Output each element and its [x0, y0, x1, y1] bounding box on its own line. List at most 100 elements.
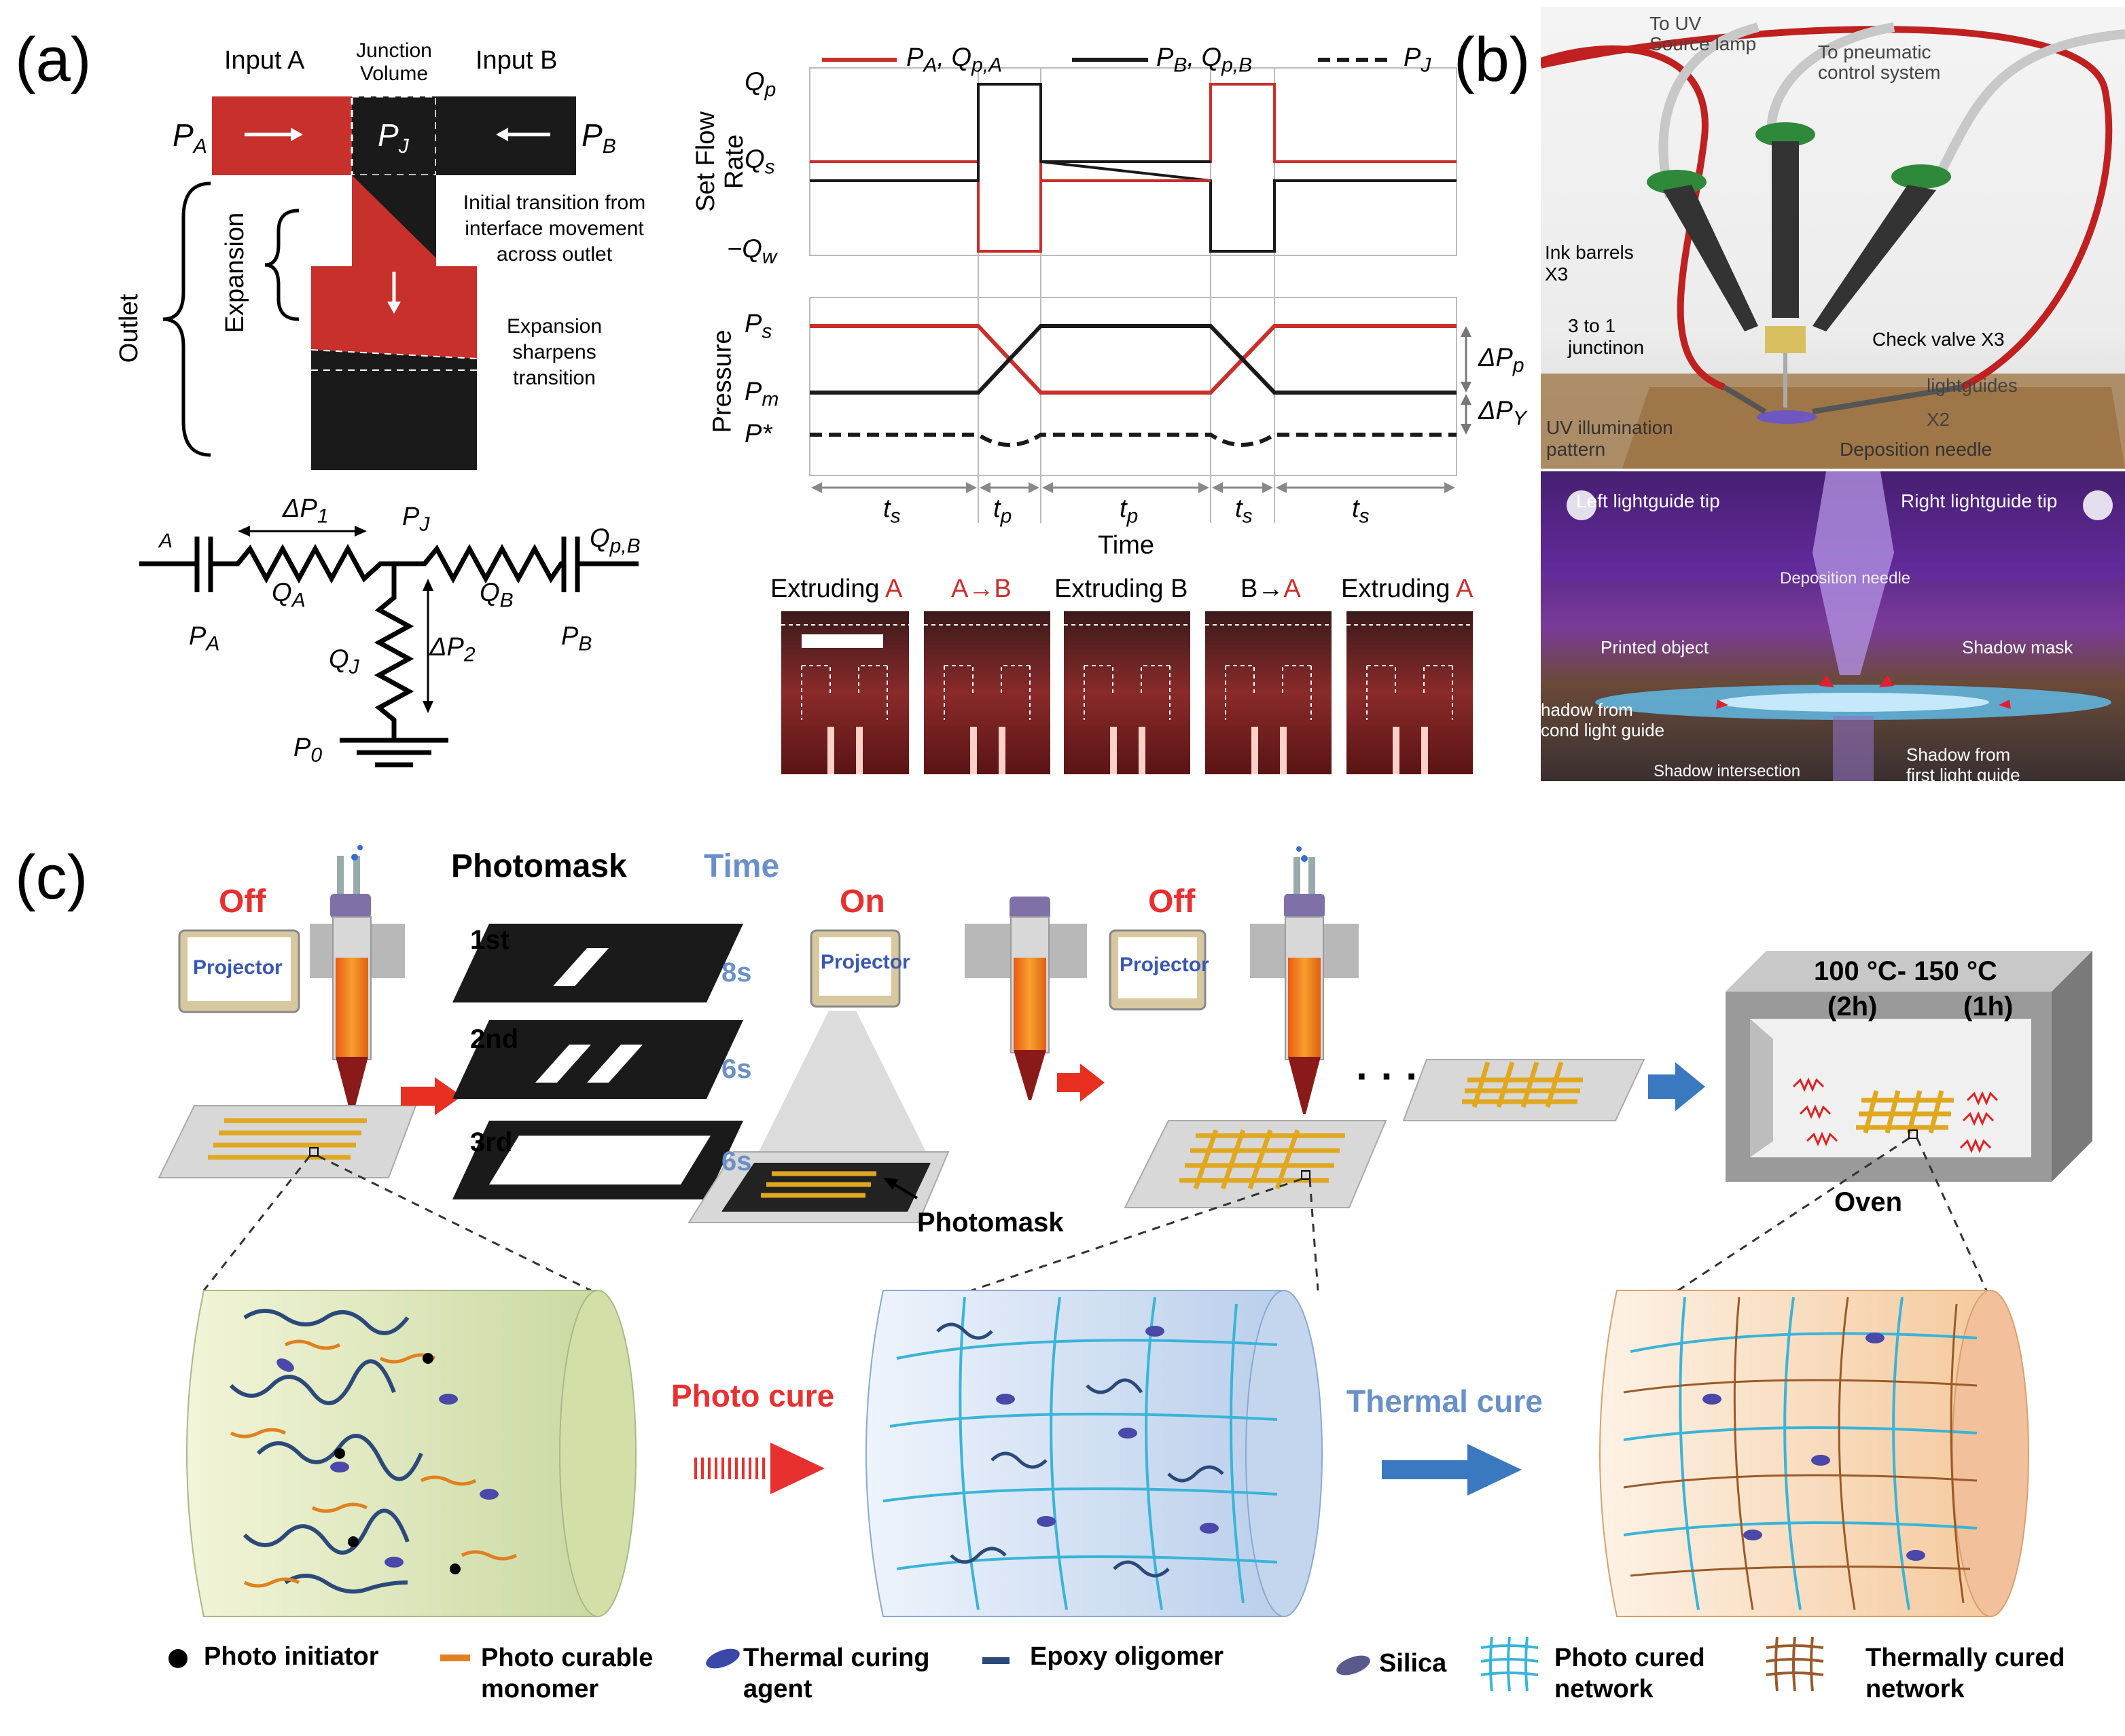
syringe-center: [1755, 122, 1815, 318]
pressure-tick-pstar: P*: [745, 420, 772, 448]
legend-icon-curing-agent: [706, 1648, 740, 1669]
photomask-title: Photomask: [451, 848, 627, 884]
projector-label-2: Projector: [821, 951, 910, 973]
legend-icon-initiator: [168, 1649, 188, 1668]
frame-caption-4: B→A: [1240, 575, 1301, 603]
off-label-1: Off: [219, 884, 266, 920]
circuit-qj-label: QJ: [329, 645, 359, 679]
interval-5: ts: [1352, 494, 1370, 528]
frame-1: [781, 611, 909, 774]
oven-temp-label: 100 °C- 150 °C: [1814, 956, 1997, 986]
oven-box: [1726, 951, 2092, 1182]
lightguides-label: lightguides: [1927, 375, 2018, 396]
mask-label-2: 2nd: [470, 1024, 519, 1054]
mask-label-3: 3rd: [470, 1127, 513, 1157]
legend-silica: Silica: [1379, 1649, 1447, 1678]
legend-monomer: Photo curable monomer: [481, 1644, 654, 1703]
projector-on: [747, 929, 938, 1175]
mask-2: [452, 1020, 743, 1099]
cylinder-3: [1599, 1290, 2029, 1617]
mask-label-1: 1st: [470, 925, 510, 955]
arrow-red-1: [401, 1077, 462, 1115]
ink-barrels-label: Ink barrels X3: [1545, 242, 1634, 285]
flow-tick-qw: −Qw: [727, 235, 777, 268]
pa-label: PA: [173, 117, 207, 158]
oven-label: Oven: [1834, 1187, 1903, 1217]
substrate-1: [158, 1105, 417, 1178]
circuit: [139, 537, 639, 767]
frame-4: [1205, 611, 1332, 774]
pressure-trace-a: [810, 324, 1457, 395]
flow-trace-b: [810, 83, 1457, 253]
check-valve-label: Check valve X3: [1872, 329, 2005, 350]
legend-initiator: Photo initiator: [204, 1642, 379, 1671]
mask-time-1: 8s: [721, 958, 752, 988]
on-label: On: [840, 884, 885, 920]
dpy-label: ΔPY: [1478, 397, 1526, 430]
photo-cure-label: Photo cure: [671, 1378, 835, 1413]
photo-cure-arrow: [694, 1443, 825, 1494]
circuit-pb-label: PB: [561, 622, 592, 655]
interval-2: tp: [993, 494, 1012, 528]
circuit-qpb-label: Qp,B: [590, 524, 641, 558]
interval-4: ts: [1235, 494, 1253, 528]
oven-time-1: (2h): [1827, 992, 1878, 1021]
circuit-qb-label: QB: [480, 579, 514, 612]
expansion-note: Expansion sharpens transition: [506, 315, 603, 389]
uv-pattern-label: UV illumination pattern: [1546, 417, 1673, 460]
photomask-pointer-label: Photomask: [917, 1208, 1064, 1237]
legend-thermal-network: Thermally cured network: [1865, 1644, 2065, 1703]
mask-time-3: 6s: [721, 1146, 752, 1176]
legend-icon-photo-network: [1480, 1636, 1539, 1692]
junction-label: 3 to 1 junctinon: [1568, 315, 1645, 358]
input-a-title: Input A: [224, 46, 305, 75]
shadow-mask-label: Shadow mask: [1962, 637, 2073, 657]
projector-2: [1109, 929, 1207, 1011]
projector-label-1: Projector: [193, 956, 283, 979]
cylinder-2: [865, 1290, 1323, 1617]
legend-oligomer: Epoxy oligomer: [1030, 1642, 1224, 1671]
thermal-cure-arrow: [1382, 1444, 1522, 1496]
junction-volume-box: [351, 95, 438, 177]
frame-caption-2: A→B: [951, 575, 1012, 603]
syringe-right: [1812, 164, 1951, 331]
shadow-second-label: hadow from cond light guide: [1541, 700, 1665, 740]
frame-caption-3: Extruding B: [1054, 575, 1188, 603]
frame-caption-5: Extruding A: [1341, 575, 1474, 603]
right-tip-label: Right lightguide tip: [1901, 490, 2058, 511]
shadow-intersection-label: Shadow intersection: [1654, 762, 1801, 780]
legend-a: PA, Qp,A: [906, 43, 1003, 77]
input-b-title: Input B: [476, 46, 558, 75]
syringe-2: [965, 897, 1087, 1100]
pressure-tick-pm: Pm: [745, 378, 779, 411]
circuit-pj-label: PJ: [402, 503, 430, 536]
syringe-left: [1647, 170, 1758, 331]
circuit-qa-label: QA: [272, 579, 306, 612]
flow-tick-qp: Qp: [745, 68, 776, 101]
frame-5: [1346, 611, 1473, 774]
pb-label: PB: [582, 117, 616, 158]
to-uv-label: To UV Source lamp: [1649, 13, 1757, 54]
interval-1: ts: [883, 494, 901, 528]
circuit-p0-label: P0: [293, 734, 323, 767]
time-title: Time: [704, 848, 780, 884]
syringe-1: [310, 845, 405, 1114]
frame-3: [1064, 611, 1190, 774]
flow-tick-qs: Qs: [745, 145, 775, 179]
legend-b: PB, Qp,B: [1156, 43, 1253, 77]
junction-volume-title: Junction Volume: [356, 39, 432, 85]
projector-1: [178, 929, 300, 1013]
panel-b-label: (b): [1454, 25, 1531, 94]
printed-object: [1812, 471, 1894, 675]
lightguide-photo: [1541, 471, 2125, 781]
interval-3: tp: [1120, 494, 1139, 528]
x2-label: X2: [1927, 409, 1950, 430]
deposition-needle-label: Deposition needle: [1840, 439, 1993, 460]
shadow-first-label: Shadow from first light guide: [1906, 744, 2020, 785]
legend-icon-thermal-network: [1766, 1636, 1824, 1692]
legend-icon-oligomer: [982, 1657, 1010, 1664]
